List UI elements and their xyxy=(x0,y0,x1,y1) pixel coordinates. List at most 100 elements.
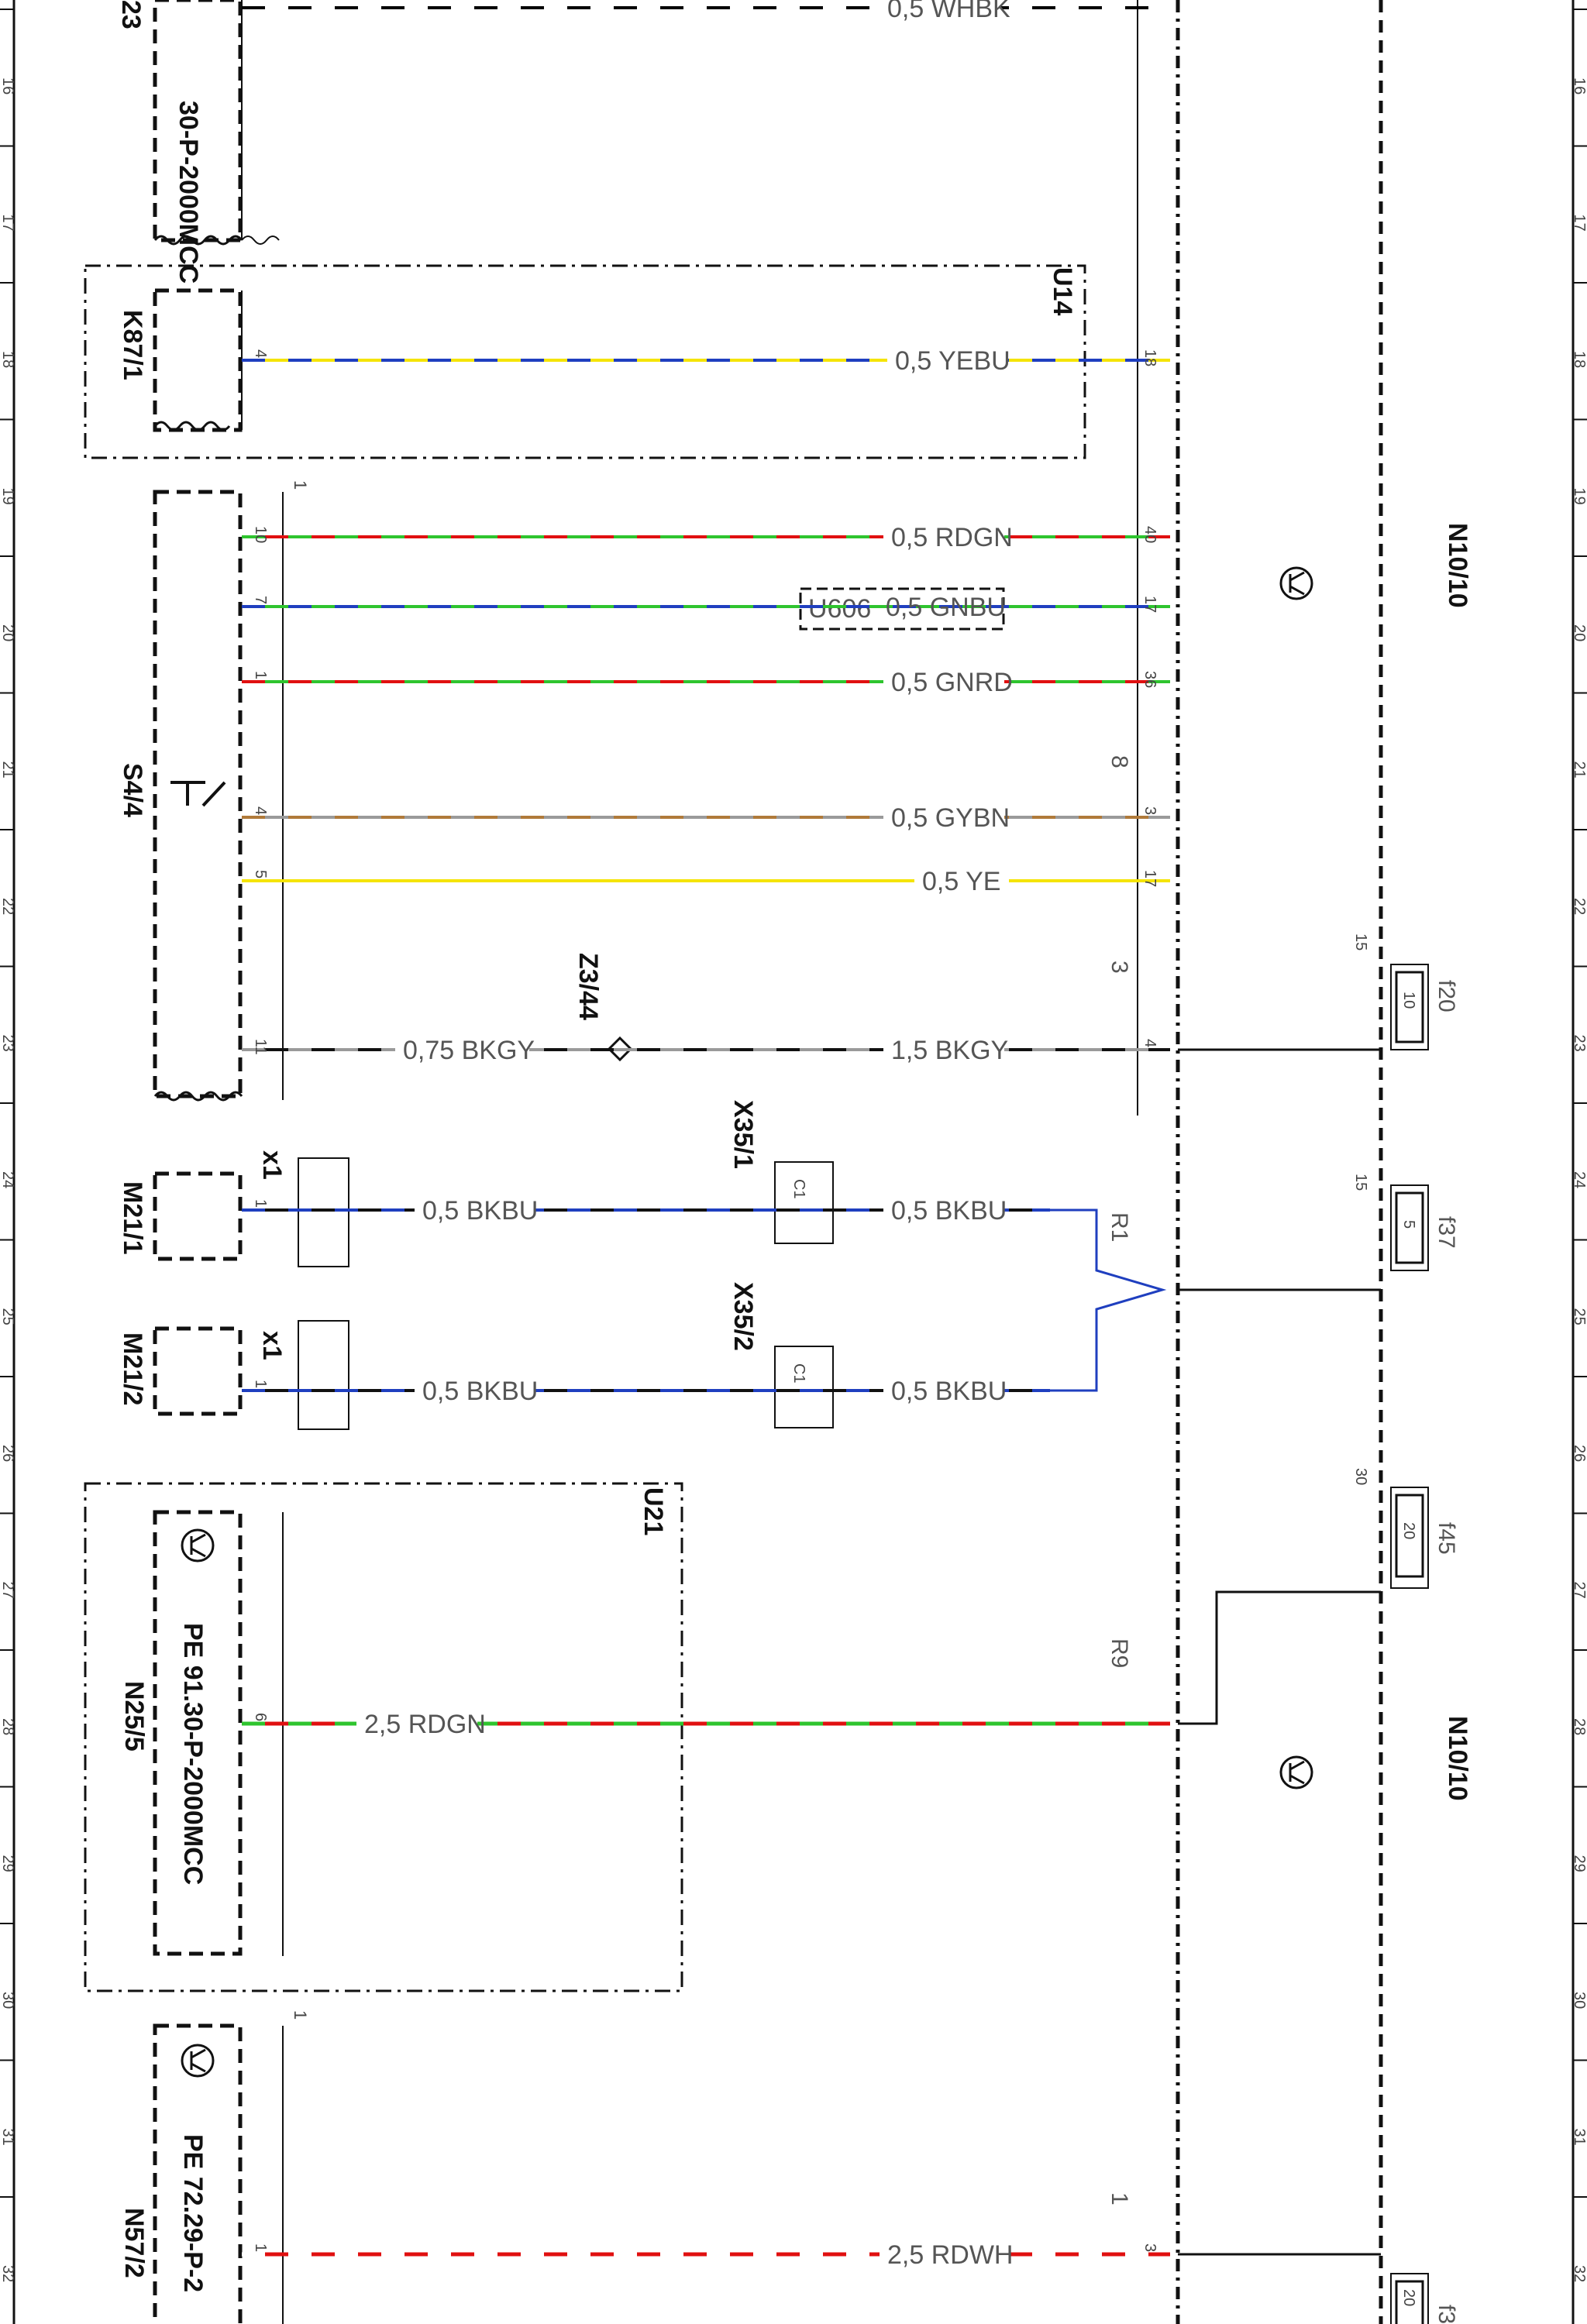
row-number: 23 xyxy=(1571,1035,1587,1052)
row-number: 31 xyxy=(1571,2129,1587,2146)
n57-module: N57/2 PE 72.29-P-2 1 xyxy=(119,2010,310,2324)
pin-number: 18 xyxy=(1141,349,1158,366)
row-number: 16 xyxy=(0,77,16,95)
wire-label: 2,5 RDGN xyxy=(364,1710,486,1739)
n57-label: N57/2 xyxy=(119,2208,149,2278)
wire-label: 0,5 GNRD xyxy=(891,668,1013,697)
top-small-label: 23 xyxy=(116,0,146,29)
pin-number: 4 xyxy=(252,349,269,358)
row-number: 18 xyxy=(1571,351,1587,368)
row-number: 16 xyxy=(1571,77,1587,95)
svg-text:f3: f3 xyxy=(1434,2305,1459,2324)
k87-label: K87/1 xyxy=(118,310,147,380)
svg-text:f20: f20 xyxy=(1434,980,1459,1012)
row-number: 30 xyxy=(1571,1992,1587,2009)
connector-1-label: 1 xyxy=(1107,2192,1132,2205)
m21-modules: M21/1 M21/2 x1 x1 xyxy=(118,1150,349,1430)
z3-label: Z3/44 xyxy=(573,953,603,1020)
wire-label: 1,5 BKGY xyxy=(891,1036,1008,1065)
n25-label: N25/5 xyxy=(119,1681,149,1752)
x1-b-label: x1 xyxy=(257,1331,287,1360)
fuse-f20: f20 10 15 xyxy=(1352,933,1459,1050)
svg-text:f45: f45 xyxy=(1434,1522,1459,1555)
wire-label: 0,75 BKGY xyxy=(403,1036,535,1065)
row-number: 29 xyxy=(1571,1855,1587,1872)
u14-label: U14 xyxy=(1048,267,1077,315)
fuse-f-bottom: f3 20 xyxy=(1390,2273,1459,2324)
transistor-icon xyxy=(1279,1755,1313,1789)
fuse-f45: f45 20 30 xyxy=(1352,1468,1459,1589)
wire-label: 0,5 YE xyxy=(922,867,1000,896)
x35-connectors: X35/1 X35/2 C1 C1 xyxy=(728,1100,834,1428)
pin-number: 36 xyxy=(1141,671,1158,688)
fuse-block: f20 10 15 f37 5 15 f45 20 30 f3 20 xyxy=(1178,933,1459,2324)
pin-number: 1 xyxy=(252,1199,269,1208)
pin-number: 6 xyxy=(252,1713,269,1721)
z3-splice: Z3/44 xyxy=(573,953,633,1062)
row-number: 28 xyxy=(1571,1718,1587,1735)
row-number: 22 xyxy=(1571,898,1587,915)
pin-number: 5 xyxy=(252,870,269,878)
wire-label: 0,5 GNBU xyxy=(886,593,1006,622)
top-ref-label: 30-P-2000MCC xyxy=(174,101,203,284)
wire-label: 2,5 RDWH xyxy=(887,2240,1013,2270)
c1-a-label: C1 xyxy=(790,1179,807,1199)
n10-module: N10/10 N10/10 8 3 1 R1 R9 xyxy=(1107,523,1472,2205)
pin-number: 1 xyxy=(252,671,269,679)
m21-1-label: M21/1 xyxy=(118,1181,147,1255)
transistor-icon xyxy=(181,1528,215,1563)
svg-text:15: 15 xyxy=(1352,933,1369,951)
wire-label: 0,5 RDGN xyxy=(891,523,1013,552)
u21-label: U21 xyxy=(639,1487,668,1535)
pin-number: 1 xyxy=(252,2243,269,2252)
u606-box: U606 xyxy=(799,587,1005,631)
pin-number: 4 xyxy=(252,806,269,815)
switch-icon xyxy=(170,781,226,807)
connector-3-label: 3 xyxy=(1107,961,1132,974)
row-number: 17 xyxy=(0,215,16,232)
row-number: 21 xyxy=(0,761,16,779)
n57-top-pin: 1 xyxy=(291,2010,310,2020)
transistor-icon xyxy=(1279,566,1313,600)
svg-text:20: 20 xyxy=(1400,1522,1417,1539)
row-number: 32 xyxy=(0,2265,16,2282)
pin-number: 3 xyxy=(1141,2243,1158,2252)
connector-8-label: 8 xyxy=(1107,755,1132,768)
u14-module: K87/1 U14 xyxy=(84,264,1086,459)
svg-text:15: 15 xyxy=(1352,1174,1369,1191)
wire-label: 0,5 YEBU xyxy=(895,346,1010,376)
wire-label: 0,5 BKBU xyxy=(891,1196,1007,1226)
svg-text:20: 20 xyxy=(1400,2289,1417,2306)
row-number: 25 xyxy=(1571,1308,1587,1325)
wires xyxy=(242,6,1170,2257)
row-number: 19 xyxy=(0,488,16,505)
row-number: 26 xyxy=(0,1445,16,1462)
wire-label: 0,5 BKBU xyxy=(891,1377,1007,1406)
pin-number: 7 xyxy=(252,596,269,604)
n57-ref-label: PE 72.29-P-2 xyxy=(178,2134,208,2292)
row-number: 22 xyxy=(0,898,16,915)
row-number: 25 xyxy=(0,1308,16,1325)
row-number: 23 xyxy=(0,1035,16,1052)
row-number: 20 xyxy=(0,624,16,641)
wire-label: 0,5 GYBN xyxy=(891,803,1010,833)
u606-label: U606 xyxy=(808,594,871,624)
fuse-f37: f37 5 15 xyxy=(1352,1174,1459,1271)
row-number: 24 xyxy=(0,1171,16,1188)
svg-text:f37: f37 xyxy=(1434,1216,1459,1249)
row-number: 26 xyxy=(1571,1445,1587,1462)
pin-number: 1 xyxy=(252,1380,269,1388)
x35-2-label: X35/2 xyxy=(728,1282,758,1351)
row-number: 20 xyxy=(1571,624,1587,641)
top-module: 30-P-2000MCC 23 xyxy=(116,0,280,284)
row-number: 19 xyxy=(1571,488,1587,505)
row-number: 24 xyxy=(1571,1171,1587,1188)
wire-label: 0,5 BKBU xyxy=(422,1196,538,1226)
row-number: 32 xyxy=(1571,2265,1587,2282)
pin-number: 17 xyxy=(1141,596,1158,613)
s4-module: S4/4 1 xyxy=(118,480,310,1102)
r1-label: R1 xyxy=(1107,1212,1132,1242)
